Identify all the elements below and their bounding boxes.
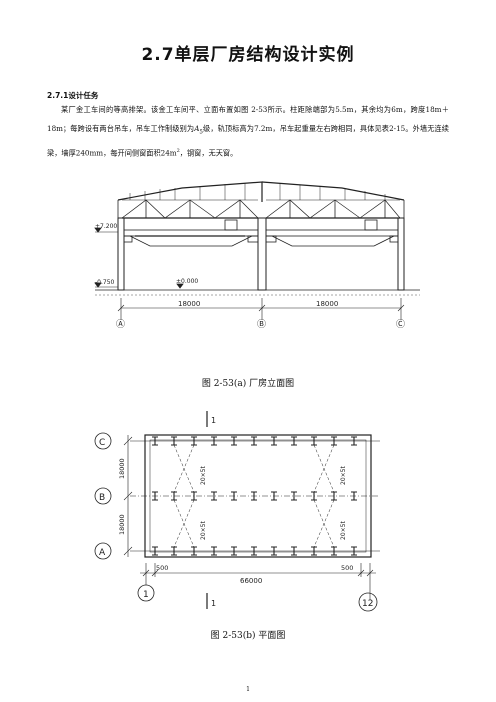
crane-label-3: 20×5t: [340, 466, 347, 485]
crane-label-1: 20×5t: [200, 466, 207, 485]
total-length-label: 66000: [240, 577, 262, 585]
axis-c-circle: [94, 432, 112, 450]
bracing-right: [313, 444, 335, 548]
para-text-8: ，钢窗，无天窗。: [179, 148, 238, 158]
plan-caption: 图 2-53(b) 平面图: [210, 631, 286, 641]
wall-thickness: 240mm: [75, 148, 104, 158]
axis-a-circle: [94, 542, 112, 560]
span-length: 18m＋18m: [47, 105, 449, 133]
axis-b-label: B: [99, 493, 105, 503]
plan-columns: [152, 436, 357, 556]
para-text-6: ，吊车起重量左右跨相同，具体见表2-15。外墙无连续梁，墙厚: [47, 124, 449, 158]
horizontal-dimension: [140, 563, 376, 600]
section-mark-bottom: 1: [211, 599, 216, 608]
para-text-3: ，跨度: [402, 105, 426, 114]
section-heading: 2.7.1设计任务: [47, 91, 99, 100]
section-mark-top: 1: [211, 416, 216, 425]
plan-drawing: 1 1 20×5t: [94, 411, 380, 612]
axis-c-label: C: [99, 438, 105, 448]
elevation-caption: 图 2-53(a) 厂房立面图: [201, 379, 295, 389]
span-left-label: 18000: [178, 300, 200, 308]
end-right-label: 500: [341, 564, 353, 572]
para-text-4: ；每跨设有两台吊车，吊车工作制级别为: [62, 124, 195, 133]
end-left-label: 500: [156, 564, 168, 572]
crane-beams: [123, 219, 399, 247]
span-upper-label: 18000: [118, 458, 126, 479]
elevation-drawing: +7.200 ±0.000 -0.750 18000 18000 Ⓐ Ⓑ Ⓒ: [94, 181, 420, 330]
page-number: 1: [246, 686, 250, 693]
level-rail-label: +7.200: [95, 223, 117, 230]
rail-level: 7.2m: [254, 124, 273, 133]
crane-grade: A: [194, 124, 200, 133]
axis-a-bubble: Ⓐ: [116, 319, 125, 330]
roof-truss: [117, 181, 405, 219]
task-paragraph: 某厂金工车间的等高排架。该金工车间平、立面布置如图 2-53所示。柱距除端部为5…: [47, 100, 449, 163]
span-dimension: [117, 298, 405, 320]
column-spacing: 5.5m: [335, 105, 354, 114]
axis-b-circle: [94, 487, 112, 505]
level-foundation-mark: [94, 282, 118, 288]
span-lower-label: 18000: [118, 514, 126, 535]
window-area-sup: 2: [176, 148, 180, 155]
vertical-dimension: [123, 435, 133, 557]
axis-b-bubble: Ⓑ: [257, 319, 266, 330]
level-ground-mark: [176, 283, 184, 289]
para-text-5: 级，轨顶标高为: [202, 124, 255, 133]
crane-label-4: 20×5t: [340, 521, 347, 540]
para-text-1: 某厂金工车间的等高排架。该金工车间平、立面布置如图 2-53所示。柱距除端部为: [61, 105, 336, 114]
axis-1-circle: [137, 584, 155, 602]
level-foundation-label: -0.750: [95, 279, 115, 286]
axis-a-label: A: [99, 548, 106, 558]
span-right-label: 18000: [316, 300, 338, 308]
axis-12-circle: [358, 592, 378, 612]
axis-1-label: 1: [143, 590, 149, 600]
crane-label-2: 20×5t: [200, 521, 207, 540]
axis-c-bubble: Ⓒ: [396, 319, 405, 330]
bracing-left: [173, 444, 195, 548]
para-text-2: ，其余均为: [353, 105, 392, 114]
level-rail-mark: [94, 227, 118, 233]
window-area: 24m: [160, 148, 177, 158]
para-text-7: ，每开间侧窗面积: [103, 148, 161, 158]
level-ground-label: ±0.000: [176, 278, 198, 285]
crane-grade-sub: 5: [199, 129, 203, 136]
columns: [117, 217, 405, 291]
column-spacing-typical: 6m: [391, 105, 403, 114]
axis-12-label: 12: [362, 599, 373, 609]
page-title: 2.7单层厂房结构设计实例: [141, 45, 355, 65]
